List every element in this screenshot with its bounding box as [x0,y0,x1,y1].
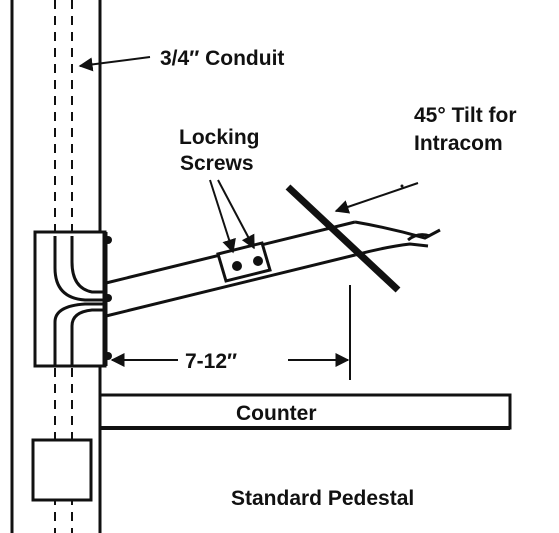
conduit-arrow [78,56,151,72]
counter-label: Counter [236,402,317,425]
conduit-lines [54,0,73,533]
cable-bend [53,236,103,366]
tilt-plate [285,184,401,293]
conduit-label: 3/4″ Conduit [160,47,284,70]
microphone-tip [354,220,441,257]
caption-label: Standard Pedestal [231,487,414,510]
screws-label: Screws [180,152,254,175]
locking-screw-1 [232,261,242,271]
locking-label: Locking [179,126,260,149]
locking-collar [216,241,272,283]
screw-arrow-2 [217,179,255,250]
screw-arrow-1 [209,179,236,254]
counter-shape [98,393,512,430]
distance-label: 7-12″ [185,350,237,373]
intracom-label: Intracom [414,132,503,155]
lower-box [31,438,93,502]
dimension-line [110,285,351,380]
tilt-label: 45° Tilt for [414,104,517,127]
tilt-arrow [334,182,419,214]
locking-screw-2 [253,256,263,266]
